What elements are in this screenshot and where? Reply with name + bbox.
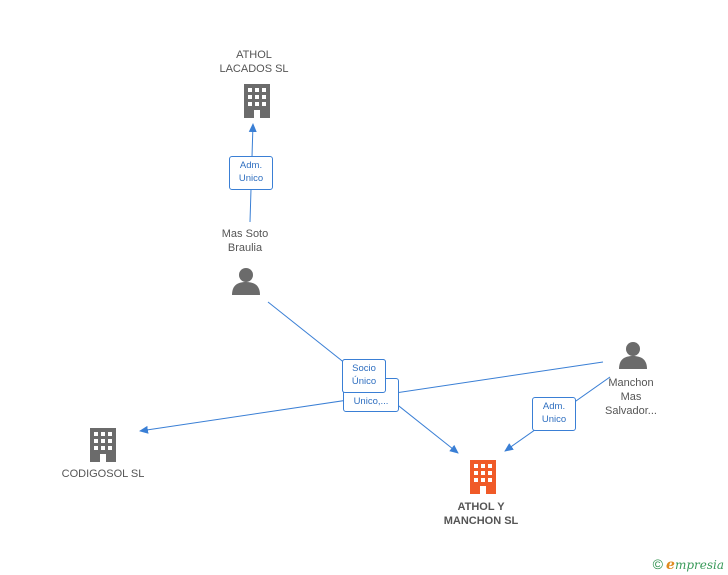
node-mas-soto-line1: Mas Soto [221, 228, 269, 240]
node-manchon-line3: Salvador... [605, 405, 657, 417]
brand-logo: empresia [666, 557, 724, 573]
building-icon[interactable] [240, 83, 274, 119]
building-icon[interactable] [86, 427, 120, 463]
node-mas-soto-label[interactable]: Mas Soto Braulia [200, 227, 290, 255]
node-codigosol-line1: CODIGOSOL SL [61, 468, 145, 480]
edge-label-line1: Adm. [542, 401, 566, 412]
edge-label-line1: Adm. [239, 160, 263, 171]
node-athol-manchon-label[interactable]: ATHOL Y MANCHON SL [425, 500, 537, 528]
node-athol-manchon-line1: ATHOL Y [457, 501, 505, 513]
copyright-icon: © [652, 556, 663, 572]
edge-label-line2: Único [351, 376, 377, 387]
edge-label-adm-unico-right[interactable]: Adm. Unico [532, 397, 576, 431]
node-manchon-line1: Manchon [608, 377, 654, 389]
node-athol-lacados-line1: ATHOL [236, 49, 272, 61]
person-icon[interactable] [618, 340, 648, 370]
edge-label-line2: Unico [238, 173, 264, 184]
node-athol-manchon-line2: MANCHON SL [443, 515, 519, 527]
node-manchon-mas-label[interactable]: Manchon Mas Salvador... [590, 376, 672, 418]
node-manchon-line2: Mas [620, 391, 642, 403]
node-athol-lacados-line2: LACADOS SL [219, 63, 289, 75]
node-athol-lacados-label[interactable]: ATHOL LACADOS SL [204, 48, 304, 76]
edge-label-line1: Unico,... [353, 396, 389, 407]
node-mas-soto-line2: Braulia [227, 242, 263, 254]
edge-label-adm-unico-top[interactable]: Adm. Unico [229, 156, 273, 190]
edge-label-line1: Socio [352, 363, 376, 374]
edge-label-socio-unico-front[interactable]: Socio Único [342, 359, 386, 393]
node-codigosol-label[interactable]: CODIGOSOL SL [48, 467, 158, 481]
person-icon[interactable] [231, 266, 261, 296]
footer-brand: © empresia [653, 556, 724, 573]
edge-label-line2: Unico [541, 414, 567, 425]
building-icon-main[interactable] [466, 459, 500, 495]
